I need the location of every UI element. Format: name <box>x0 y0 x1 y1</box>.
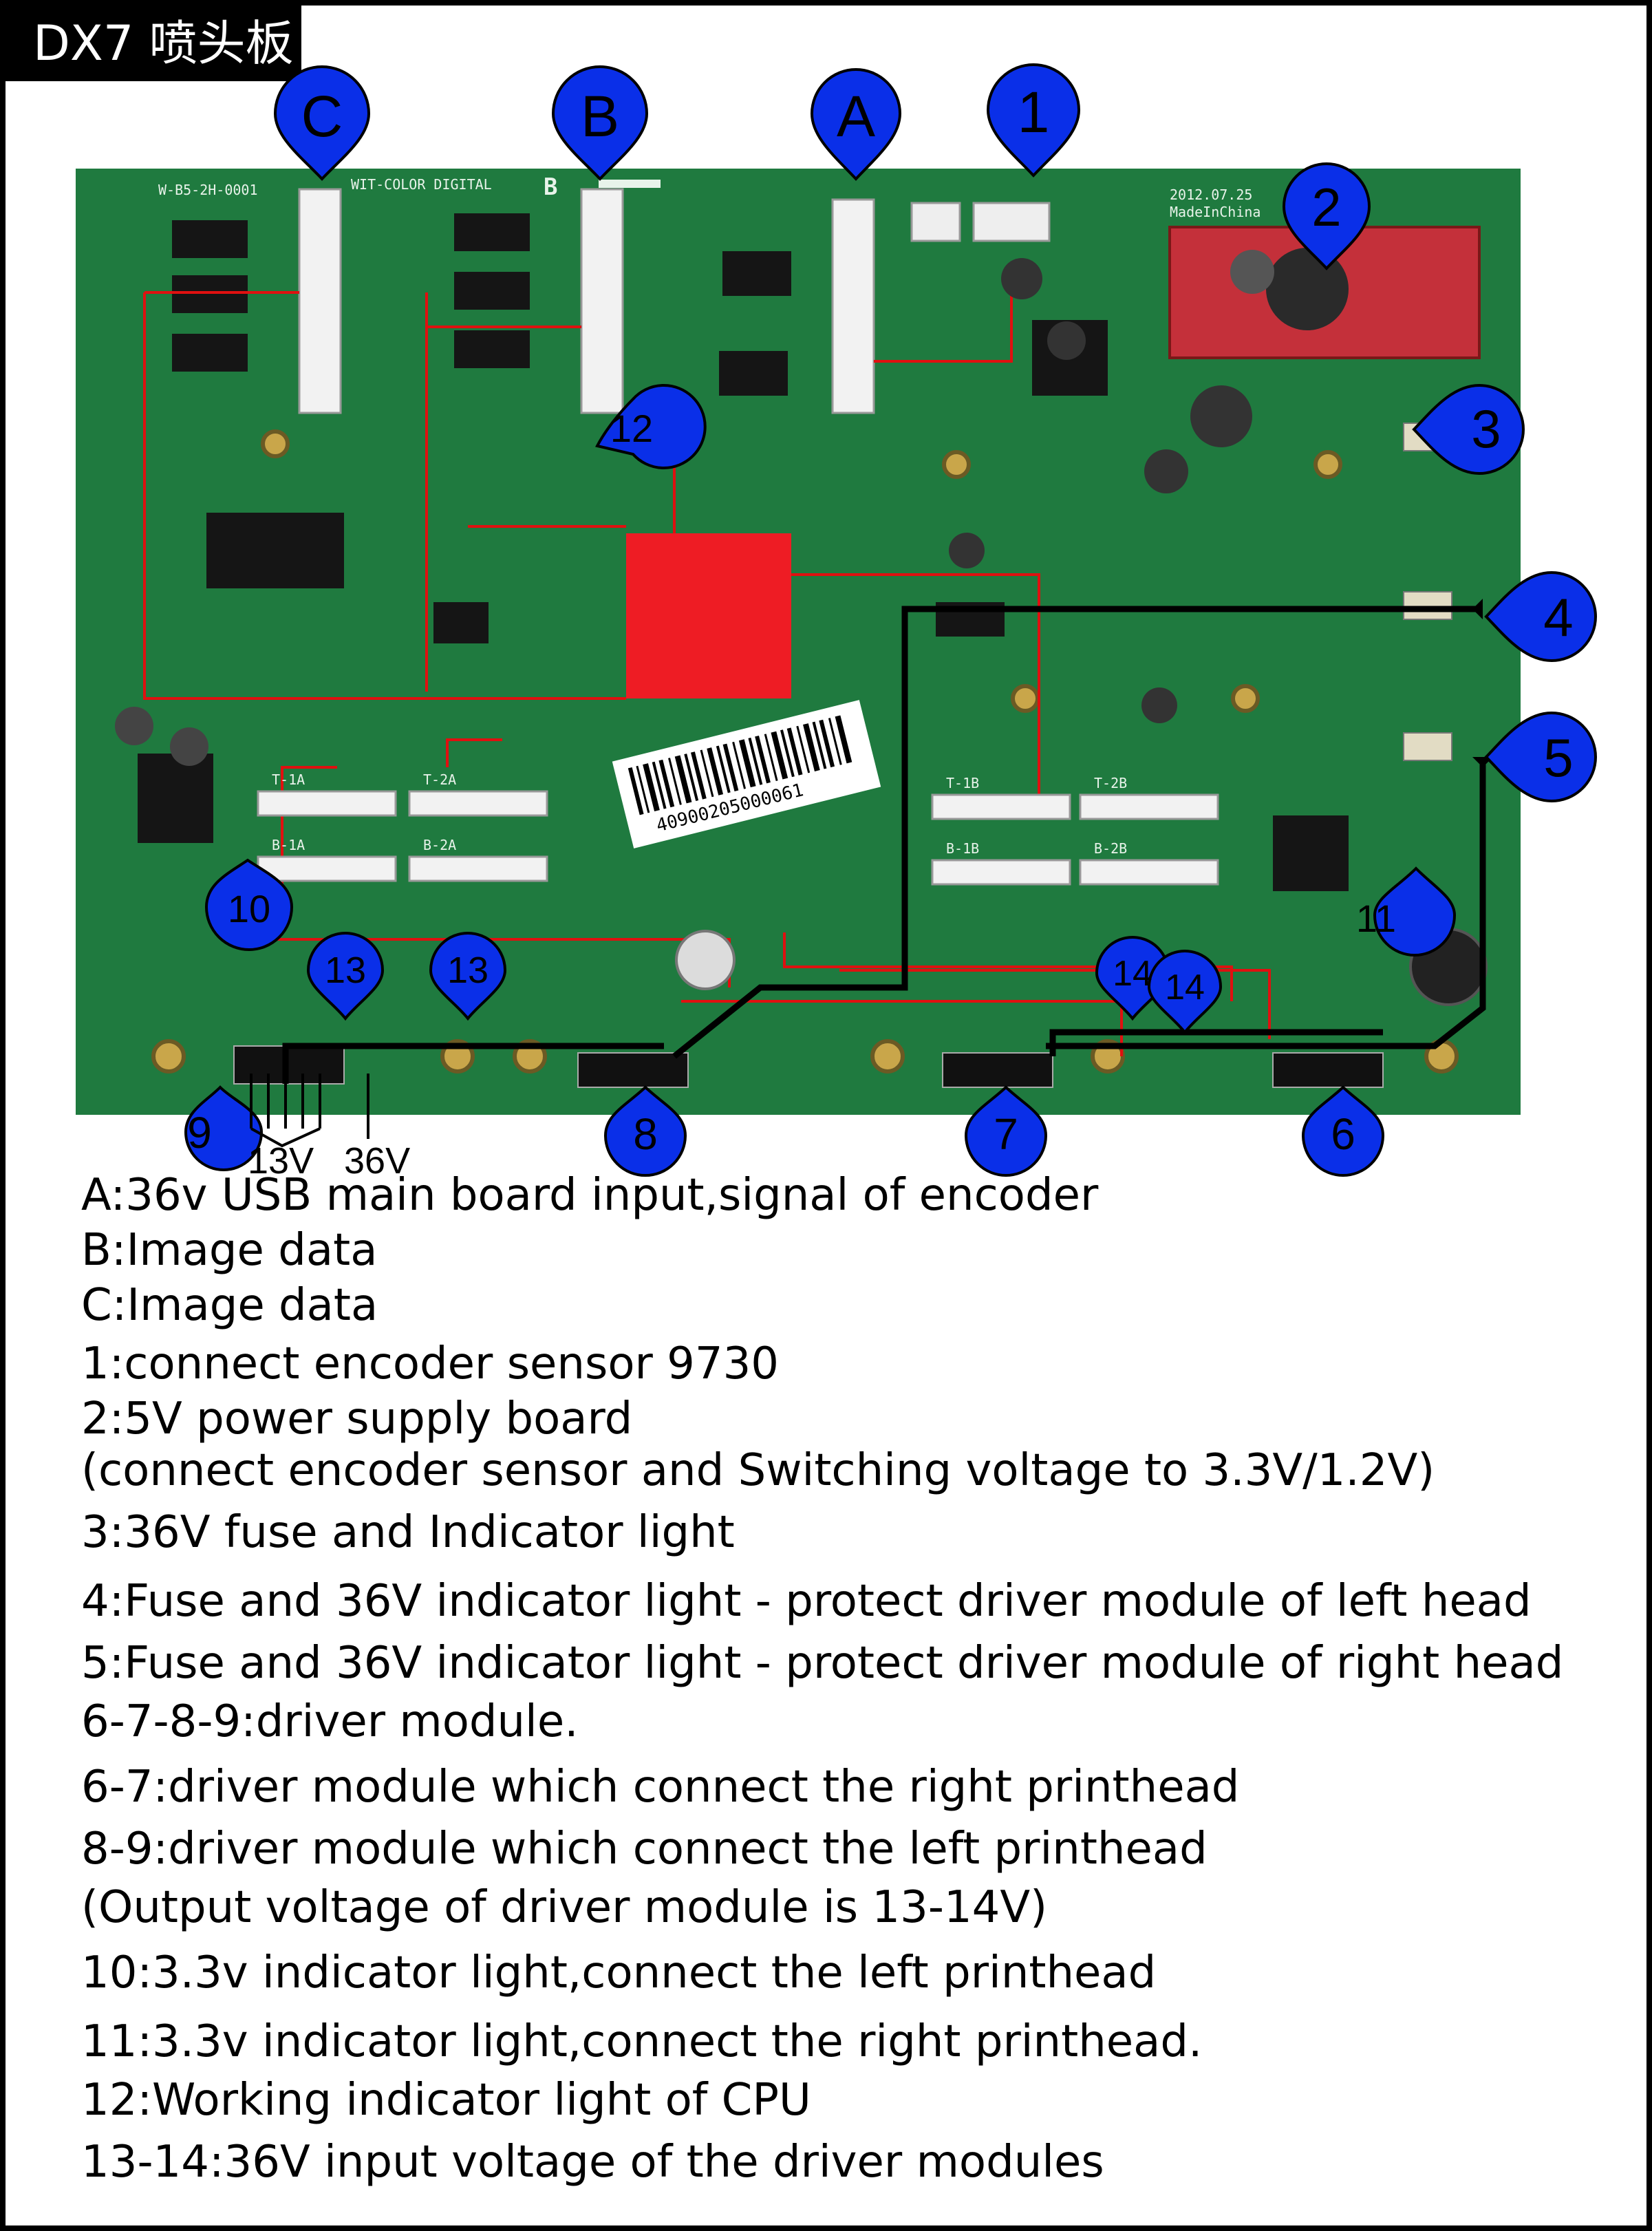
encoder-connector-1 <box>910 202 961 242</box>
barcode-sticker: 40900205000061 <box>612 700 881 848</box>
label-13v: 13V <box>248 1140 314 1182</box>
svg-text:T-2B: T-2B <box>1094 775 1127 791</box>
marker-4-label: 4 <box>1543 587 1573 648</box>
silkscreen-part-number: W-B5-2H-0001 <box>158 182 258 198</box>
legend-line-6789: 6-7-8-9:driver module. <box>81 1696 579 1747</box>
svg-text:T-2A: T-2A <box>423 771 456 788</box>
black-wires <box>282 606 1486 1084</box>
marker-a-pin <box>810 68 902 181</box>
marker-3-label: 3 <box>1471 398 1501 459</box>
marker-14-label-a: 14 <box>1113 954 1152 994</box>
marker-12-pin <box>595 384 707 469</box>
marker-7-label: 7 <box>994 1109 1018 1159</box>
silkscreen-letter: B <box>544 173 557 201</box>
legend-line-67: 6-7:driver module which connect the righ… <box>81 1762 1240 1813</box>
marker-a-label: A <box>837 84 875 149</box>
marker-8-label: 8 <box>633 1109 658 1159</box>
marker-2-pin <box>1282 162 1371 270</box>
marker-9-label: 9 <box>187 1108 212 1157</box>
marker-13-pin-b <box>429 932 507 1021</box>
ffc-connector-labels: T-1A T-2A B-1A B-2A T-1B T-2B B-1B B-2B <box>272 771 1127 857</box>
svg-text:T-1B: T-1B <box>946 775 979 791</box>
marker-13-label-b: 13 <box>447 950 489 991</box>
cpu-chip <box>626 533 791 698</box>
marker-2-label: 2 <box>1311 177 1341 237</box>
marker-11-label: 11 <box>1356 897 1396 940</box>
marker-6-label: 6 <box>1331 1109 1355 1159</box>
marker-14-label-b: 14 <box>1165 968 1205 1007</box>
teardrop-markers <box>184 63 1597 1177</box>
marker-c-label: C <box>301 84 343 149</box>
marker-5-label: 5 <box>1543 727 1573 788</box>
legend-line-2: 2:5V power supply board <box>81 1394 633 1444</box>
marker-11-pin <box>1373 866 1457 957</box>
legend-line-5: 5:Fuse and 36V indicator light - protect… <box>81 1638 1564 1689</box>
marker-9-pin <box>184 1085 264 1171</box>
encoder-connector-2 <box>972 202 1051 242</box>
ffc-connectors <box>257 790 1219 886</box>
legend-line-4: 4:Fuse and 36V indicator light - protect… <box>81 1576 1532 1627</box>
svg-text:T-1A: T-1A <box>272 771 305 788</box>
connector-c-slot <box>298 188 342 414</box>
marker-labels: C B A 1 2 3 4 5 6 7 8 9 10 11 12 13 13 1… <box>187 80 1573 1159</box>
legend-line-10: 10:3.3v indicator light,connect the left… <box>81 1947 1157 1998</box>
legend-line-b: B:Image data <box>81 1225 378 1276</box>
driver-headers <box>233 1045 1384 1088</box>
marker-12-label: 12 <box>610 407 653 450</box>
marker-7-pin <box>964 1085 1048 1177</box>
legend-line-11: 11:3.3v indicator light,connect the righ… <box>81 2016 1203 2067</box>
svg-text:B-2B: B-2B <box>1094 840 1127 857</box>
marker-c-pin <box>273 65 371 181</box>
marker-13-pin-a <box>306 932 385 1021</box>
svg-text:B-1A: B-1A <box>272 837 305 853</box>
marker-b-pin <box>551 65 649 181</box>
legend-line-89-note: (Output voltage of driver module is 13-1… <box>81 1882 1048 1933</box>
red-traces <box>143 291 1271 1056</box>
connector-a-slot <box>831 198 875 414</box>
marker-14-pin-b <box>1147 950 1223 1035</box>
page-title: DX7 喷头板 <box>6 6 301 81</box>
marker-8-pin <box>603 1085 687 1177</box>
legend-line-3: 3:36V fuse and Indicator light <box>81 1507 735 1558</box>
marker-b-label: B <box>581 84 619 149</box>
voltage-pin-brackets <box>250 1074 369 1148</box>
connector-b-slot <box>580 188 624 414</box>
silkscreen-brand: WIT-COLOR DIGITAL <box>351 176 492 193</box>
label-36v: 36V <box>344 1140 410 1182</box>
legend-line-1: 1:connect encoder sensor 9730 <box>81 1338 779 1389</box>
legend-line-89: 8-9:driver module which connect the left… <box>81 1824 1208 1875</box>
ic-chips <box>138 213 1349 891</box>
marker-3-tip <box>1412 383 1525 476</box>
legend-line-c: C:Image data <box>81 1280 378 1331</box>
wire-arrow-4 <box>1472 599 1483 619</box>
svg-text:B-1B: B-1B <box>946 840 979 857</box>
legend-line-12: 12:Working indicator light of CPU <box>81 2075 811 2126</box>
marker-1-label: 1 <box>1018 80 1050 145</box>
legend-line-1314: 13-14:36V input voltage of the driver mo… <box>81 2137 1104 2188</box>
marker-5-tip <box>1484 711 1597 803</box>
marker-1-pin <box>986 63 1081 178</box>
marker-10-pin <box>204 858 294 951</box>
silkscreen-serial-box <box>599 180 661 188</box>
made-in-label: MadeInChina <box>1170 204 1261 220</box>
marker-13-label-a: 13 <box>325 950 366 991</box>
legend-line-2-note: (connect encoder sensor and Switching vo… <box>81 1445 1435 1496</box>
marker-4-tip <box>1484 570 1597 663</box>
marker-10-label: 10 <box>228 887 270 930</box>
legend-line-a: A:36v USB main board input,signal of enc… <box>81 1170 1099 1221</box>
svg-text:B-2A: B-2A <box>423 837 456 853</box>
date-code: 2012.07.25 <box>1170 186 1252 203</box>
capacitor <box>1230 250 1274 294</box>
electrolytic-capacitors <box>115 258 1488 1006</box>
marker-6-pin <box>1301 1085 1385 1177</box>
